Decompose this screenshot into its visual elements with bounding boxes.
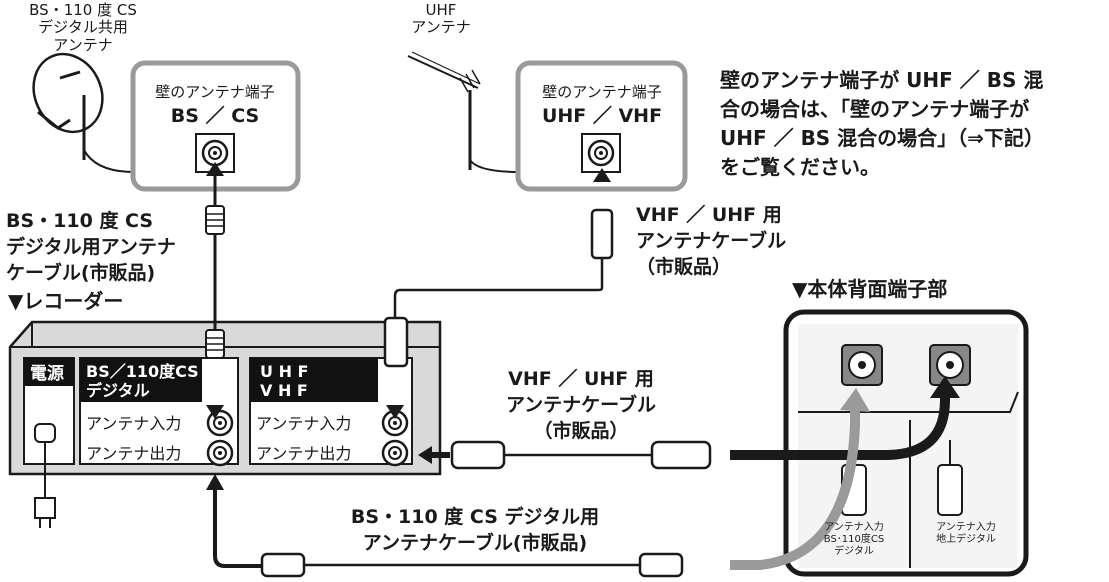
mixed-terminal-note: 壁のアンテナ端子が UHF ／ BS 混 合の場合は、「壁のアンテナ端子が UH… — [720, 68, 1044, 179]
uhf-top-cable — [383, 168, 614, 419]
uhf-output-jack — [381, 439, 409, 467]
wall-uhf-name: UHF ／ VHF — [541, 105, 663, 127]
rear-bs-jack-label: アンテナ入力 BS･110度CS デジタル — [823, 522, 885, 557]
bs-output-label: アンテナ出力 — [86, 444, 181, 463]
bs-antenna-label: BS・110 度 CS デジタル共用 アンテナ — [29, 1, 137, 54]
bs-bottom-cable — [206, 388, 870, 578]
rear-terrestrial-connector-icon — [937, 440, 963, 516]
recorder-body — [8, 320, 442, 528]
rear-panel — [783, 309, 1029, 577]
wall-terminal-uhf — [515, 60, 688, 192]
wall-uhf-title: 壁のアンテナ端子 — [542, 83, 662, 101]
bs-input-label: アンテナ入力 — [86, 414, 181, 433]
bs-top-cable — [205, 162, 225, 419]
wall-bs-name: BS ／ CS — [170, 105, 260, 127]
bs-header-line1: BS／110度CS — [86, 362, 199, 381]
power-label: 電源 — [30, 363, 64, 384]
uhf-antenna-label: UHF アンテナ — [411, 1, 471, 37]
uhf-header-line1: U H F — [260, 362, 308, 381]
uhf-header-line2: V H F — [260, 381, 308, 400]
bs-dish-antenna-icon — [32, 52, 135, 173]
uhf-antenna-icon — [407, 51, 521, 173]
bs-bottom-cable-label: BS・110 度 CS デジタル用 アンテナケーブル(市販品) — [350, 506, 600, 554]
bs-input-jack — [206, 409, 234, 437]
rear-terrestrial-jack-label: アンテナ入力 地上デジタル — [936, 522, 996, 545]
uhf-input-label: アンテナ入力 — [256, 414, 351, 433]
bs-output-jack — [206, 439, 234, 467]
bs-header-line2: デジタル — [86, 381, 150, 400]
vhf-top-cable-label: VHF ／ UHF 用 アンテナケーブル （市販品） — [636, 204, 787, 278]
wall-bs-title: 壁のアンテナ端子 — [155, 83, 275, 101]
rear-terrestrial-terminal-icon — [929, 344, 971, 386]
bs-top-cable-label: BS・110 度 CS デジタル用アンテナ ケーブル(市販品) — [6, 210, 176, 284]
rear-panel-title: ▼本体背面端子部 — [792, 277, 948, 301]
uhf-output-label: アンテナ出力 — [256, 444, 351, 463]
vhf-mid-cable — [418, 376, 960, 470]
wall-terminal-bs — [130, 60, 301, 192]
recorder-title: ▼レコーダー — [8, 289, 124, 313]
rear-bs-terminal-icon — [841, 344, 883, 386]
vhf-mid-cable-label: VHF ／ UHF 用 アンテナケーブル （市販品） — [505, 368, 657, 442]
